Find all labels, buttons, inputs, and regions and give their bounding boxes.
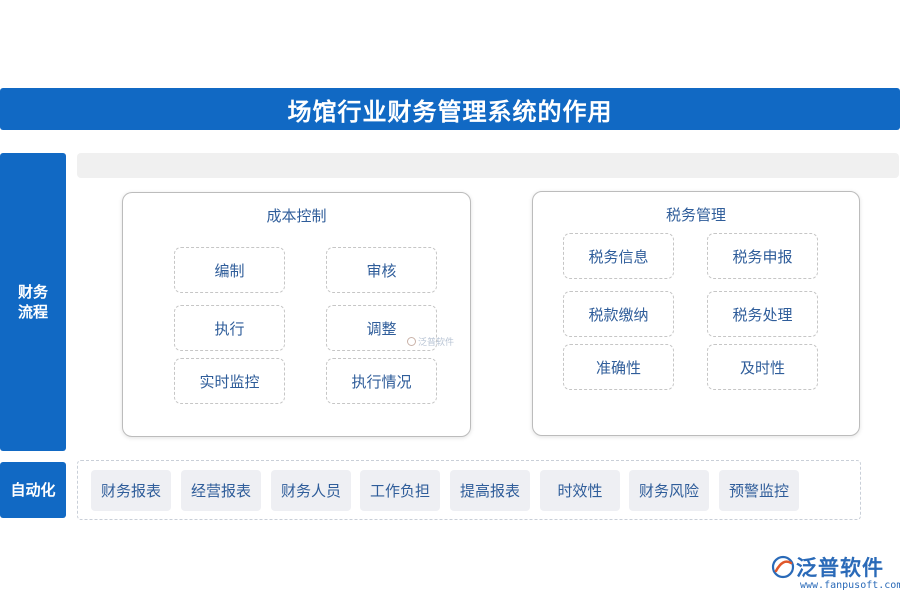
header-strip [77, 153, 899, 178]
cost-control-panel: 成本控制 编制 审核 执行 调整 实时监控 执行情况 [122, 192, 471, 437]
cost-item-prepare[interactable]: 编制 [174, 247, 285, 293]
cost-item-adjust[interactable]: 调整 [326, 305, 437, 351]
auto-item-timeliness[interactable]: 时效性 [540, 470, 620, 511]
auto-item-financial-statements[interactable]: 财务报表 [91, 470, 171, 511]
cost-item-realtime-monitor[interactable]: 实时监控 [174, 358, 285, 404]
cost-item-execution-status[interactable]: 执行情况 [326, 358, 437, 404]
tax-item-info[interactable]: 税务信息 [563, 233, 674, 279]
tax-item-declaration[interactable]: 税务申报 [707, 233, 818, 279]
auto-item-financial-risk[interactable]: 财务风险 [629, 470, 709, 511]
cost-control-title: 成本控制 [266, 207, 327, 225]
title-bar: 场馆行业财务管理系统的作用 [0, 88, 900, 130]
finance-label-line2: 流程 [17, 303, 48, 321]
brand-logo: 泛普软件 www.fanpusoft.com [770, 552, 900, 598]
auto-item-workload[interactable]: 工作负担 [360, 470, 440, 511]
tax-management-panel: 税务管理 税务信息 税务申报 税款缴纳 税务处理 准确性 及时性 [532, 191, 860, 436]
watermark: 泛普软件 [407, 335, 454, 348]
page-title: 场馆行业财务管理系统的作用 [287, 97, 613, 126]
auto-item-improve-reports[interactable]: 提高报表 [450, 470, 530, 511]
brand-name: 泛普软件 [796, 556, 884, 580]
auto-item-warning-monitor[interactable]: 预警监控 [719, 470, 799, 511]
tax-item-accuracy[interactable]: 准确性 [563, 344, 674, 390]
finance-label-line1: 财务 [17, 283, 48, 301]
tax-management-title: 税务管理 [665, 206, 726, 224]
cost-item-execute[interactable]: 执行 [174, 305, 285, 351]
auto-item-finance-staff[interactable]: 财务人员 [271, 470, 351, 511]
cost-item-review[interactable]: 审核 [326, 247, 437, 293]
automation-label: 自动化 [0, 462, 66, 518]
tax-item-payment[interactable]: 税款缴纳 [563, 291, 674, 337]
automation-label-text: 自动化 [10, 481, 56, 499]
tax-item-timeliness[interactable]: 及时性 [707, 344, 818, 390]
auto-item-operating-statements[interactable]: 经营报表 [181, 470, 261, 511]
brand-url: www.fanpusoft.com [800, 580, 900, 591]
automation-row: 财务报表 经营报表 财务人员 工作负担 提高报表 时效性 财务风险 预警监控 [77, 460, 861, 520]
watermark-text: 泛普软件 [418, 338, 455, 348]
tax-item-processing[interactable]: 税务处理 [707, 291, 818, 337]
brand-logo-icon [771, 555, 795, 579]
watermark-logo-icon [407, 337, 416, 346]
finance-process-label: 财务 流程 [0, 153, 66, 451]
